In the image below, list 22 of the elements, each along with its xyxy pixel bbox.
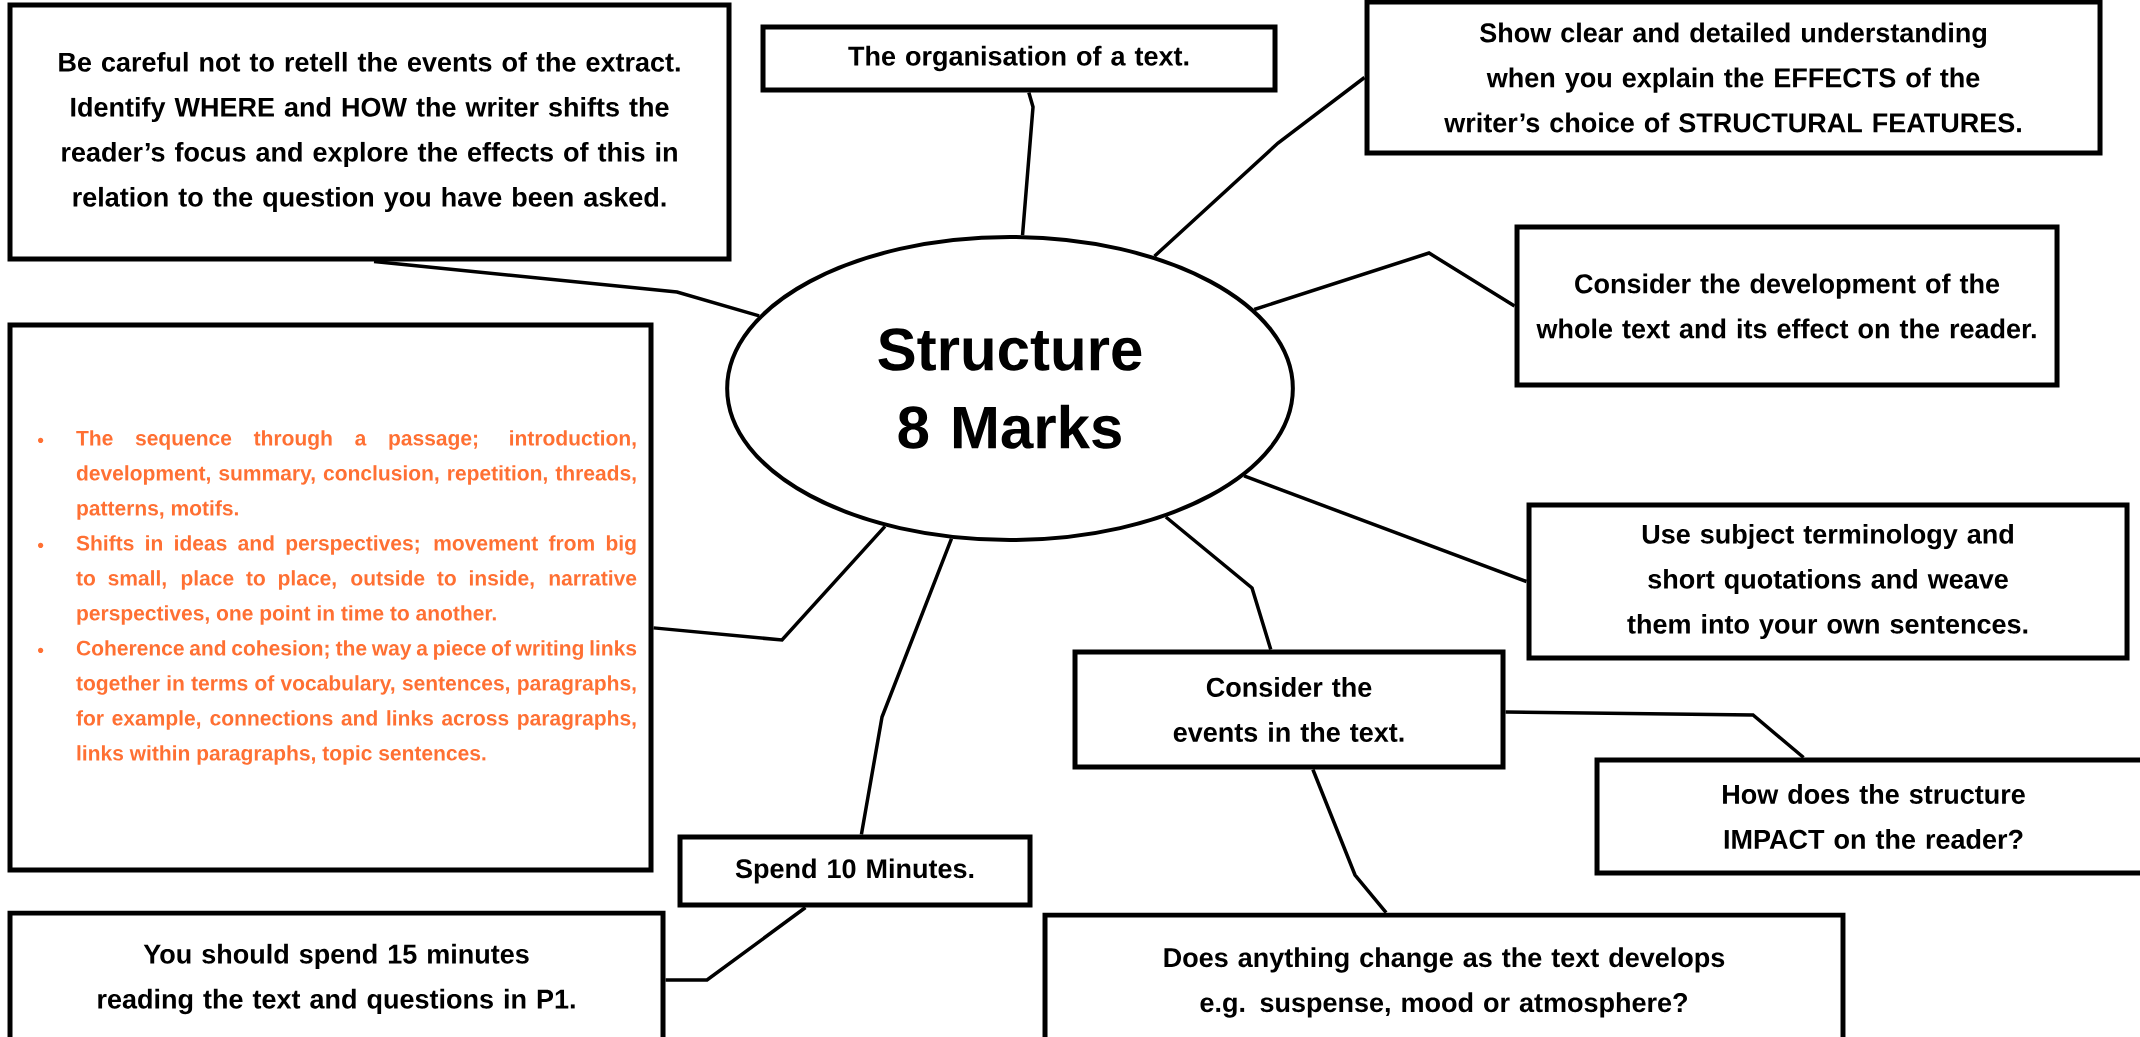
- text-box: Use subject terminology and short quotations and weave them into your own sentences.: [1526, 502, 2130, 661]
- connector-line: [1311, 768, 1388, 914]
- text-box: Show clear and detailed understanding when you explain the EFFECTS of the writer’s choice of STRUCTURAL FEATURES.: [1364, 0, 2103, 156]
- text-box: How does the structure IMPACT on the reader?: [1594, 757, 2140, 876]
- connector-line: [653, 525, 887, 642]
- connector-line: [1505, 710, 1805, 759]
- connector-line: [1243, 474, 1528, 584]
- text-box: Does anything change as the text develops e.g. suspense, mood or atmosphere?: [1042, 912, 1846, 1037]
- text-box: Consider the development of the whole text and its effect on the reader.: [1514, 224, 2060, 388]
- text-box: Spend 10 Minutes.: [677, 834, 1033, 908]
- connector-line: [1153, 76, 1366, 258]
- text-box: The organisation of a text.: [760, 24, 1278, 93]
- connector-line: [859, 538, 954, 835]
- connector-line: [1164, 515, 1273, 651]
- connector-line: [1020, 92, 1035, 236]
- connector-line: [665, 906, 807, 982]
- connector-line: [373, 259, 760, 318]
- connector-line: [1253, 251, 1516, 312]
- text-box: Consider the events in the text.: [1072, 649, 1506, 770]
- bullet-list-box: The sequence through a passage; introduction, development, summary, conclusion, repetition, threads, patterns, motifs. Shifts in ideas and perspectives; movement from big to small, place to place, outside to inside, narrative perspectives, one point in time to another. Coherence and cohesion; the way a piece of writing links together in terms of vocabulary, sentences, paragraphs, for example, connections and links across paragraphs, links within paragraphs, topic sentences.: [7, 322, 654, 873]
- text-box: You should spend 15 minutes reading the text and questions in P1.: [7, 910, 666, 1037]
- text-box: Be careful not to retell the events of the extract. Identify WHERE and HOW the writer shifts the reader’s focus and explore the effects of this in relation to the question you have been asked.: [7, 2, 732, 262]
